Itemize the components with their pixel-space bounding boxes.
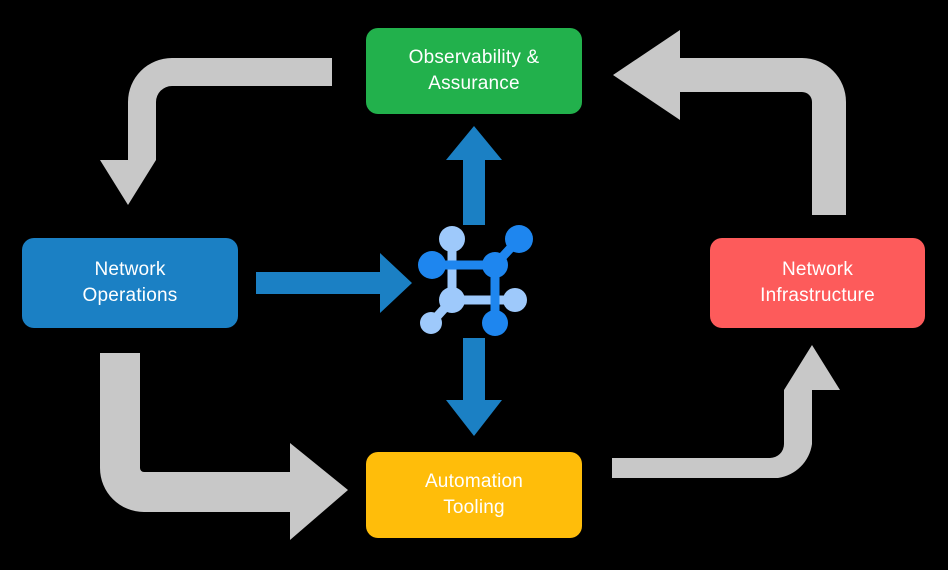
node-network-infrastructure[interactable]: Network Infrastructure — [710, 238, 925, 328]
arrow-infrastructure-to-observability — [613, 30, 846, 215]
arrow-automation-to-infrastructure — [612, 345, 840, 478]
node-observability-assurance[interactable]: Observability & Assurance — [366, 28, 582, 114]
arrow-operations-to-center — [256, 253, 412, 313]
node-network-operations[interactable]: Network Operations — [22, 238, 238, 328]
arrow-observability-to-operations — [100, 58, 332, 205]
node-automation-tooling[interactable]: Automation Tooling — [366, 452, 582, 538]
arrow-operations-to-automation — [100, 353, 348, 540]
node-label-automation-tooling: Automation Tooling — [424, 471, 524, 518]
arrow-center-to-automation — [446, 338, 502, 436]
node-label-network-infrastructure: Network Infrastructure — [760, 259, 875, 306]
node-label-network-operations: Network Operations — [82, 259, 178, 306]
node-label-observability: Observability & Assurance — [408, 47, 540, 94]
arrow-center-to-observability — [446, 126, 502, 225]
network-mesh-icon — [418, 225, 533, 336]
